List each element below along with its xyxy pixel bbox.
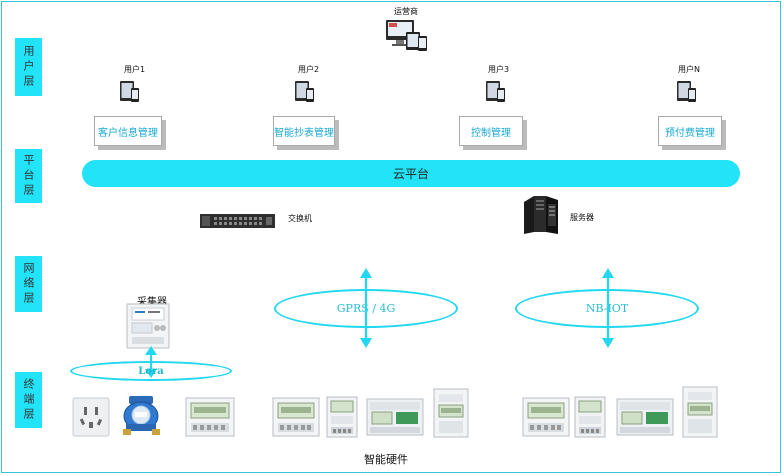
- switch-icon: [200, 214, 275, 228]
- water-meter-icon: [123, 396, 160, 435]
- tablet-phone-icon: [677, 81, 696, 102]
- user-label-2: 用户2: [298, 65, 320, 74]
- operator-devices-icon: [386, 20, 427, 51]
- customer-info-management-box: 客户信息管理: [94, 116, 162, 146]
- control-management-box: 控制管理: [459, 116, 523, 146]
- electric-meter-icon: [326, 396, 358, 438]
- lora-network-ellipse: Lora: [70, 361, 232, 381]
- layer-label-user: 用户层: [15, 38, 42, 96]
- gprs-arrow-icon: [360, 268, 372, 348]
- electric-meter-icon: [433, 388, 469, 438]
- collector-icon: [126, 303, 170, 349]
- wall-socket-icon: [72, 397, 110, 437]
- layer-label-text: 用户层: [22, 44, 35, 90]
- tablet-phone-icon: [295, 81, 314, 102]
- tablet-phone-icon: [486, 81, 505, 102]
- layer-label-terminal: 终端层: [15, 372, 42, 428]
- layer-label-platform: 平台层: [15, 149, 42, 203]
- electric-meter-icon: [574, 396, 606, 438]
- layer-label-text: 平台层: [22, 153, 35, 199]
- lora-label: Lora: [138, 365, 164, 377]
- smart-meter-reading-management-box: 智能抄表管理: [273, 116, 335, 146]
- layer-label-text: 网络层: [22, 261, 35, 307]
- electric-meter-icon: [616, 398, 674, 436]
- tablet-phone-icon: [120, 81, 139, 102]
- cloud-platform-bar: 云平台: [82, 160, 740, 187]
- electric-meter-icon: [185, 397, 235, 437]
- nb-iot-arrow-icon: [602, 268, 614, 348]
- electric-meter-icon: [366, 398, 424, 436]
- collector-label: 采集器: [137, 297, 167, 308]
- smart-hardware-label: 智能硬件: [364, 453, 408, 466]
- operator-label: 运营商: [394, 7, 418, 16]
- cloud-platform-label: 云平台: [392, 167, 429, 181]
- switch-label: 交换机: [288, 214, 312, 223]
- user-label-1: 用户1: [124, 65, 146, 74]
- server-icon: [524, 196, 558, 234]
- layer-label-network: 网络层: [15, 256, 42, 312]
- electric-meter-icon: [272, 397, 320, 437]
- electric-meter-icon: [522, 397, 570, 437]
- user-label-n: 用户N: [678, 65, 700, 74]
- user-label-3: 用户3: [488, 65, 510, 74]
- layer-label-text: 终端层: [22, 377, 35, 423]
- server-label: 服务器: [570, 213, 594, 222]
- electric-meter-icon: [682, 386, 718, 438]
- prepaid-management-box: 预付费管理: [658, 116, 722, 146]
